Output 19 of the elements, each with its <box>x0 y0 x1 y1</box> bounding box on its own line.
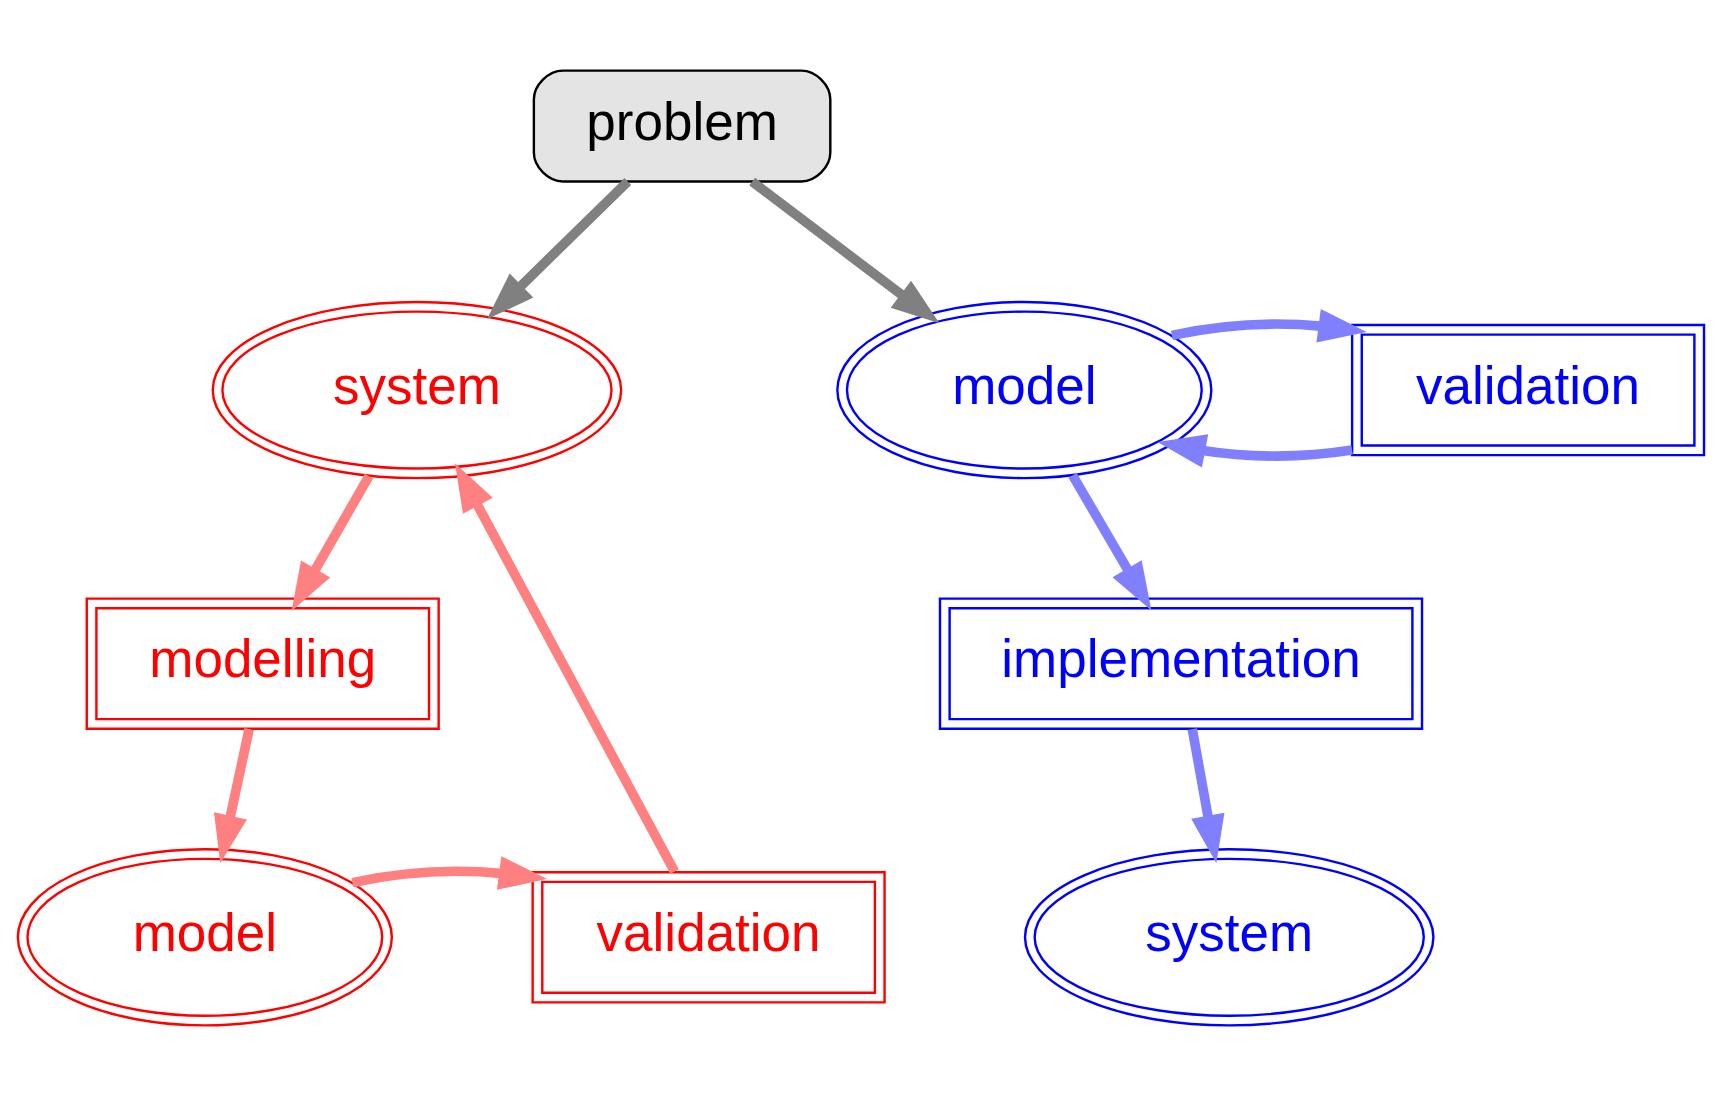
arrow <box>291 473 374 611</box>
arrow <box>486 178 632 320</box>
node-box: problem <box>532 69 832 183</box>
arrow <box>1187 728 1225 864</box>
arrow <box>455 463 679 874</box>
node-ellipse: model <box>16 848 394 1027</box>
arrow <box>1157 434 1353 468</box>
arrow <box>1170 308 1367 343</box>
node-box: modelling <box>85 597 440 730</box>
node-box: implementation <box>938 597 1424 730</box>
arrow <box>1068 472 1152 611</box>
arrow <box>351 856 548 890</box>
node-ellipse: model <box>836 300 1213 480</box>
node-box: validation <box>531 871 886 1004</box>
node-box: validation <box>1350 323 1706 457</box>
arrow <box>749 177 940 324</box>
arrow <box>213 728 254 864</box>
node-ellipse: system <box>211 300 623 480</box>
node-ellipse: system <box>1023 848 1435 1027</box>
